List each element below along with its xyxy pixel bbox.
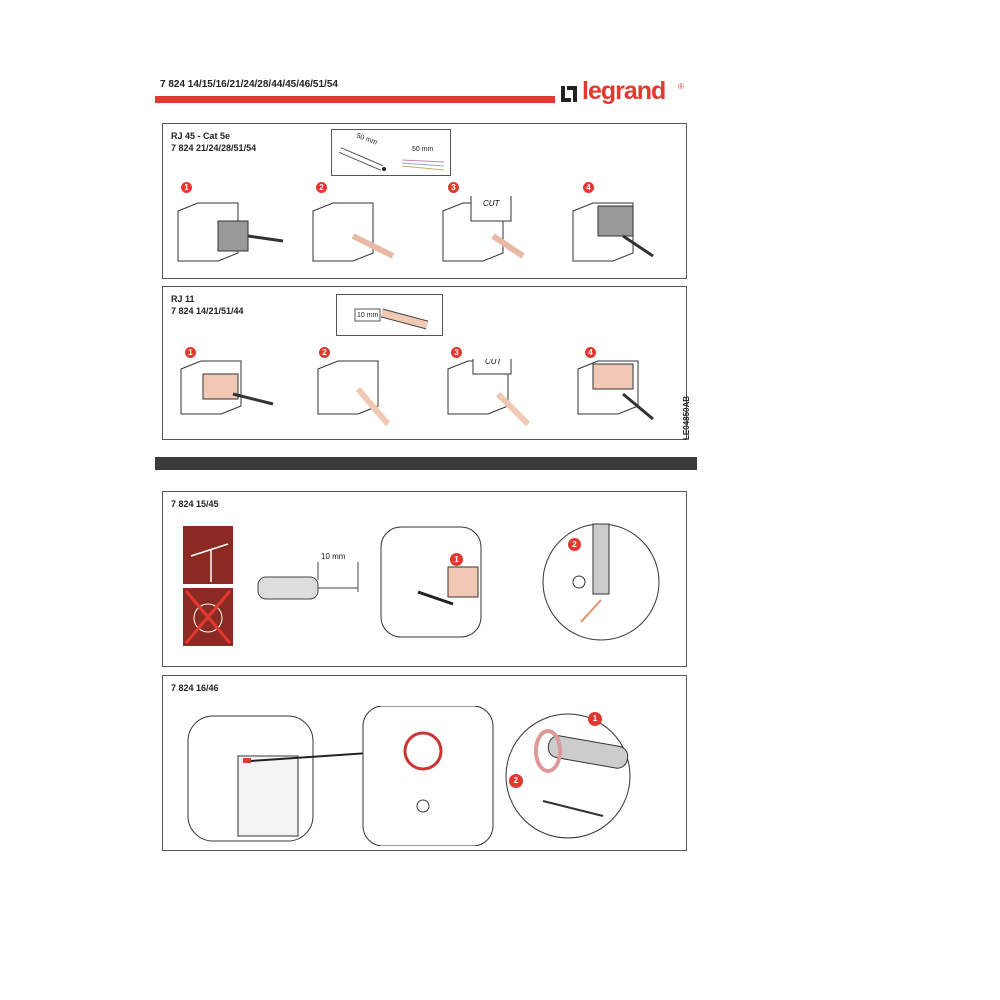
- step-1-badge: 1: [450, 553, 463, 566]
- cable-tie-illustration: [505, 713, 631, 839]
- rj11-codes: 7 824 14/21/51/44: [171, 306, 244, 316]
- step-1-badge: 1: [185, 347, 196, 358]
- product-codes: 7 824 14/15/16/21/24/28/44/45/46/51/54: [160, 79, 338, 90]
- tv-section: 7 824 15/45 10 mm 1 2: [162, 491, 687, 667]
- cable-clamp-illustration: [542, 523, 660, 641]
- strip-dim-label: 10 mm: [321, 552, 346, 561]
- rj45-jack-illustrations: CUT: [177, 196, 654, 262]
- header-red-bar: [155, 96, 555, 103]
- coax-strip-illustration: [257, 562, 359, 600]
- rj11-section: RJ 11 7 824 14/21/51/44 10 mm 1 2 3 4 CU…: [162, 286, 687, 440]
- strip-length-inset: 50 mm 50 mm: [331, 129, 451, 176]
- strip-length-inset: 10 mm: [336, 294, 443, 336]
- document-reference: LE04850AB: [682, 395, 691, 440]
- step-2-badge: 2: [509, 774, 523, 788]
- cable-strip-illustration: [338, 147, 445, 171]
- antenna-allowed-satellite-forbidden: [183, 526, 233, 646]
- rj11-label: RJ 11 7 824 14/21/51/44: [171, 293, 244, 317]
- tv-codes: 7 824 15/45: [171, 499, 219, 509]
- step-2-badge: 2: [568, 538, 581, 551]
- step-3-badge: 3: [451, 347, 462, 358]
- antenna-satellite-icon: [183, 526, 233, 646]
- rj45-title: RJ 45 - Cat 5e: [171, 131, 231, 141]
- legrand-logo: legrand ®: [560, 77, 690, 110]
- rj11-jack-illustrations: CUT: [180, 359, 654, 427]
- dim-label: 10 mm: [357, 312, 379, 319]
- section-divider-bar: [155, 457, 697, 470]
- wall-box-clip-illustration: [187, 706, 494, 846]
- rj11-title: RJ 11: [171, 294, 195, 304]
- dim-label: 50 mm: [412, 146, 434, 153]
- logo-text: legrand: [582, 77, 666, 105]
- rj45-section: RJ 45 - Cat 5e 7 824 21/24/28/51/54 50 m…: [162, 123, 687, 279]
- registered-mark: ®: [678, 82, 684, 91]
- wall-box-illustration: [380, 526, 482, 638]
- step-2-badge: 2: [316, 182, 327, 193]
- cut-label: CUT: [483, 199, 501, 208]
- rj45-codes: 7 824 21/24/28/51/54: [171, 143, 257, 153]
- cable-strip-illustration: [354, 308, 429, 330]
- legrand-mark-icon: [561, 86, 577, 102]
- step-1-badge: 1: [588, 712, 602, 726]
- step-2-badge: 2: [319, 347, 330, 358]
- tv2-section: 7 824 16/46 1 2: [162, 675, 687, 851]
- step-4-badge: 4: [585, 347, 596, 358]
- cut-label: CUT: [485, 359, 503, 366]
- rj45-label: RJ 45 - Cat 5e 7 824 21/24/28/51/54: [171, 130, 256, 154]
- tv2-codes: 7 824 16/46: [171, 683, 219, 693]
- step-1-badge: 1: [181, 182, 192, 193]
- step-4-badge: 4: [583, 182, 594, 193]
- step-3-badge: 3: [448, 182, 459, 193]
